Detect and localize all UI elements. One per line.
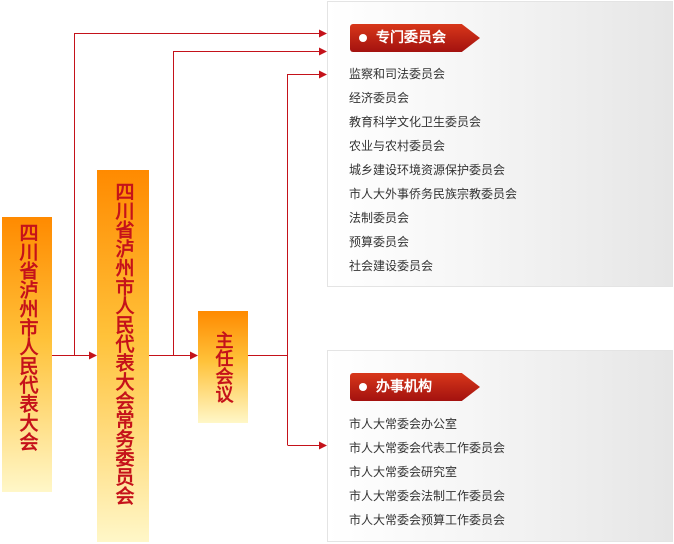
chairman-meeting-box: 主任会议 — [198, 311, 248, 423]
committees-tag: 专门委员会 — [350, 24, 480, 52]
list-item[interactable]: 农业与农村委员会 — [349, 139, 446, 153]
list-item[interactable]: 市人大常委会预算工作委员会 — [349, 513, 506, 527]
line-congress-to-committees — [74, 29, 327, 355]
committees-list: 监察和司法委员会 经济委员会 教育科学文化卫生委员会 农业与农村委员会 城乡建设… — [349, 62, 517, 278]
bullet-icon — [359, 34, 367, 42]
committees-title: 专门委员会 — [376, 30, 446, 46]
list-item[interactable]: 法制委员会 — [349, 211, 410, 225]
list-item[interactable]: 社会建设委员会 — [349, 259, 434, 273]
line-chairman-to-committees — [287, 70, 327, 445]
list-item[interactable]: 市人大常委会法制工作委员会 — [349, 489, 506, 503]
list-item[interactable]: 市人大常委会研究室 — [349, 465, 458, 479]
list-item[interactable]: 预算委员会 — [349, 235, 410, 249]
list-item[interactable]: 市人大外事侨务民族宗教委员会 — [349, 187, 518, 201]
offices-list: 市人大常委会办公室 市人大常委会代表工作委员会 市人大常委会研究室 市人大常委会… — [349, 412, 505, 532]
standing-committee-box: 四川省泸州市人民代表大会常务委员会 — [97, 170, 149, 542]
line-standing-to-committees — [173, 47, 327, 355]
list-item[interactable]: 市人大常委会代表工作委员会 — [349, 441, 506, 455]
bullet-icon — [359, 383, 367, 391]
congress-box: 四川省泸州市人民代表大会 — [2, 217, 52, 492]
list-item[interactable]: 市人大常委会办公室 — [349, 417, 458, 431]
committees-panel: 专门委员会 监察和司法委员会 经济委员会 教育科学文化卫生委员会 农业与农村委员… — [327, 1, 673, 287]
offices-title: 办事机构 — [376, 379, 432, 395]
list-item[interactable]: 教育科学文化卫生委员会 — [349, 115, 482, 129]
list-item[interactable]: 经济委员会 — [349, 91, 410, 105]
offices-tag: 办事机构 — [350, 373, 480, 401]
list-item[interactable]: 监察和司法委员会 — [349, 67, 446, 81]
offices-panel: 办事机构 市人大常委会办公室 市人大常委会代表工作委员会 市人大常委会研究室 市… — [327, 350, 673, 542]
list-item[interactable]: 城乡建设环境资源保护委员会 — [349, 163, 506, 177]
